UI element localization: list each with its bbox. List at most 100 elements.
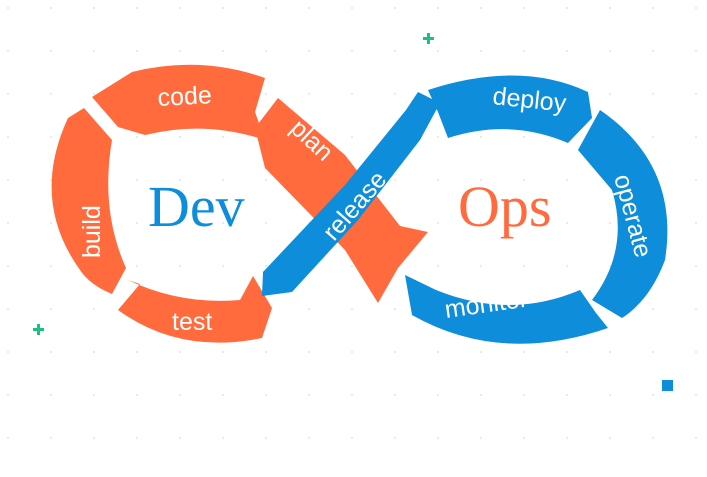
grid-dot: [393, 49, 397, 53]
grid-dot: [393, 350, 397, 354]
plus-icon: [33, 324, 44, 335]
grid-dot: [651, 350, 655, 354]
grid-dot: [608, 264, 612, 268]
grid-dot: [307, 6, 311, 10]
grid-dot: [49, 49, 53, 53]
grid-dot: [135, 350, 139, 354]
grid-dot: [350, 49, 354, 53]
plus-icon: [423, 33, 434, 44]
grid-dot: [178, 393, 182, 397]
grid-dot: [608, 49, 612, 53]
grid-dot: [608, 6, 612, 10]
grid-dot: [264, 393, 268, 397]
grid-dot: [135, 393, 139, 397]
grid-dot: [651, 6, 655, 10]
grid-dot: [178, 436, 182, 440]
grid-dot: [264, 264, 268, 268]
grid-dot: [393, 393, 397, 397]
grid-dot: [479, 436, 483, 440]
dev-segment-code: [92, 64, 265, 140]
grid-dot: [92, 49, 96, 53]
grid-dot: [651, 307, 655, 311]
grid-dot: [393, 436, 397, 440]
grid-dot: [264, 350, 268, 354]
grid-dot: [479, 350, 483, 354]
grid-dot: [178, 264, 182, 268]
grid-dot: [307, 307, 311, 311]
grid-dot: [694, 350, 698, 354]
grid-dot: [651, 393, 655, 397]
grid-dot: [350, 264, 354, 268]
grid-dot: [479, 49, 483, 53]
grid-dot: [178, 350, 182, 354]
grid-dot: [135, 264, 139, 268]
grid-dot: [350, 6, 354, 10]
grid-dot: [393, 178, 397, 182]
ops-center-label: Ops: [458, 174, 551, 239]
grid-dot: [49, 307, 53, 311]
grid-dot: [565, 436, 569, 440]
grid-dot: [6, 92, 10, 96]
grid-dot: [49, 436, 53, 440]
ops-segment-operate: [578, 110, 668, 318]
grid-dot: [307, 350, 311, 354]
grid-dot: [92, 6, 96, 10]
grid-dot: [694, 436, 698, 440]
grid-dot: [694, 178, 698, 182]
grid-dot: [221, 436, 225, 440]
grid-dot: [92, 307, 96, 311]
grid-dot: [135, 49, 139, 53]
ops-loop: [262, 75, 668, 344]
grid-dot: [608, 92, 612, 96]
label-build: build: [78, 205, 106, 258]
grid-dot: [479, 393, 483, 397]
grid-dot: [436, 221, 440, 225]
grid-dot: [221, 221, 225, 225]
grid-dot: [307, 393, 311, 397]
grid-dot: [522, 49, 526, 53]
grid-dot: [522, 178, 526, 182]
grid-dot: [436, 178, 440, 182]
grid-dot: [49, 6, 53, 10]
grid-dot: [350, 350, 354, 354]
grid-dot: [178, 178, 182, 182]
grid-dot: [350, 92, 354, 96]
ops-segment-release: [262, 92, 440, 296]
grid-dot: [479, 264, 483, 268]
grid-dot: [49, 92, 53, 96]
grid-dot: [522, 436, 526, 440]
grid-dot: [436, 350, 440, 354]
grid-dot: [221, 264, 225, 268]
grid-dot: [6, 178, 10, 182]
grid-dot: [264, 49, 268, 53]
grid-dot: [264, 6, 268, 10]
grid-dot: [479, 178, 483, 182]
grid-dot: [436, 6, 440, 10]
grid-dot: [221, 350, 225, 354]
grid-dot: [565, 49, 569, 53]
grid-dot: [436, 436, 440, 440]
grid-dot: [307, 92, 311, 96]
grid-dot: [479, 221, 483, 225]
grid-dot: [565, 178, 569, 182]
grid-dot: [6, 6, 10, 10]
grid-dot: [694, 264, 698, 268]
grid-dot: [436, 393, 440, 397]
grid-dot: [565, 221, 569, 225]
grid-dot: [522, 221, 526, 225]
grid-dot: [6, 307, 10, 311]
ops-segment-monitor: [405, 275, 608, 344]
grid-dot: [307, 49, 311, 53]
grid-dot: [49, 264, 53, 268]
grid-dot: [307, 436, 311, 440]
grid-dot: [651, 135, 655, 139]
ops-segment-deploy: [428, 75, 592, 143]
grid-dot: [565, 350, 569, 354]
grid-dot: [565, 393, 569, 397]
grid-dot: [49, 135, 53, 139]
grid-dot: [49, 350, 53, 354]
grid-dot: [436, 264, 440, 268]
grid-dot: [522, 135, 526, 139]
